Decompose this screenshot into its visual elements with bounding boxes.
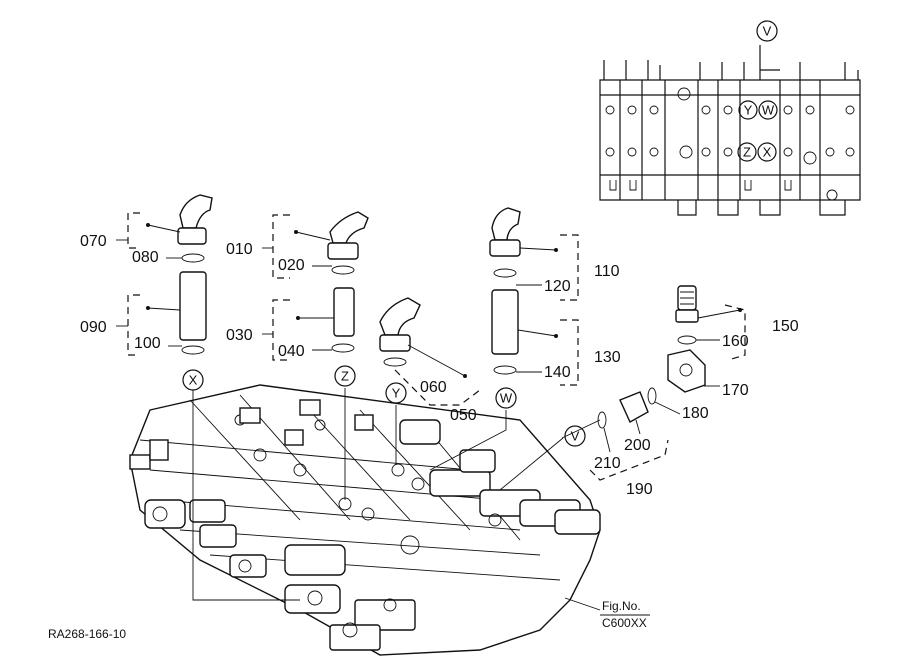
part-label-050: 050 — [450, 407, 477, 424]
part-label-210: 210 — [594, 455, 621, 472]
figure-reference: Fig.No. C600XX — [600, 599, 650, 630]
svg-text:X: X — [189, 373, 198, 388]
fitting-group-150-210 — [561, 285, 746, 481]
svg-text:Y: Y — [744, 103, 753, 118]
port-z: Z — [334, 365, 356, 387]
part-label-140: 140 — [544, 364, 571, 381]
svg-text:X: X — [763, 145, 772, 160]
fitting-group-070-100 — [127, 194, 213, 356]
part-label-030: 030 — [226, 327, 253, 344]
port-y: Y — [385, 382, 407, 404]
part-labels: 070 080 090 100 010 020 030 040 060 050 … — [80, 233, 799, 498]
svg-text:Z: Z — [743, 145, 751, 160]
part-label-200: 200 — [624, 437, 651, 454]
drawing-code: RA268-166-10 — [48, 627, 126, 641]
svg-text:C600XX: C600XX — [602, 616, 647, 630]
svg-text:V: V — [571, 429, 580, 444]
svg-text:Fig.No.: Fig.No. — [602, 599, 641, 613]
fitting-group-050-060 — [379, 297, 481, 406]
part-label-080: 080 — [132, 249, 159, 266]
inset-port-x: X — [757, 142, 777, 162]
part-label-120: 120 — [544, 278, 571, 295]
svg-text:Y: Y — [392, 386, 401, 401]
part-label-070: 070 — [80, 233, 107, 250]
port-x: X — [182, 369, 204, 391]
part-label-130: 130 — [594, 349, 621, 366]
port-v: V — [564, 425, 586, 447]
port-w: W — [495, 387, 517, 409]
part-label-020: 020 — [278, 257, 305, 274]
part-label-100: 100 — [134, 335, 161, 352]
part-label-180: 180 — [682, 405, 709, 422]
part-label-110: 110 — [594, 263, 620, 280]
svg-text:W: W — [762, 103, 775, 118]
inset-port-v: V — [756, 20, 778, 42]
svg-text:V: V — [763, 24, 772, 39]
part-label-090: 090 — [80, 319, 107, 336]
svg-text:W: W — [500, 391, 513, 406]
inset-port-w: W — [758, 100, 778, 120]
inset-port-y: Y — [738, 100, 758, 120]
fitting-group-010-040 — [272, 211, 369, 361]
part-label-040: 040 — [278, 343, 305, 360]
part-label-190: 190 — [626, 481, 653, 498]
svg-text:Z: Z — [341, 369, 349, 384]
part-label-170: 170 — [722, 382, 749, 399]
inset-port-schematic: V Y W Z X — [599, 20, 861, 216]
part-label-060: 060 — [420, 379, 447, 396]
part-label-010: 010 — [226, 241, 253, 258]
part-label-150: 150 — [772, 318, 799, 335]
inset-port-z: Z — [737, 142, 757, 162]
part-label-160: 160 — [722, 333, 749, 350]
control-valve-block — [129, 384, 601, 656]
fitting-group-110-140 — [489, 207, 579, 386]
